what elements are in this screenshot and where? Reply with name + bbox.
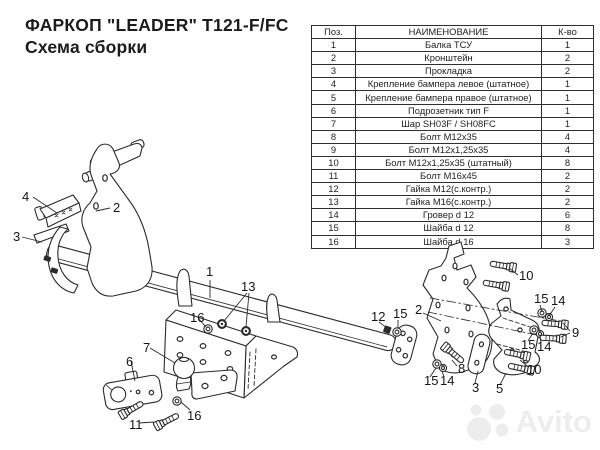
callout-14-c: 14 xyxy=(440,373,454,388)
part-gasket-right xyxy=(467,333,491,375)
part-washer-15-beam xyxy=(392,327,402,337)
callout-4-left: 4 xyxy=(22,189,29,204)
parts-table: Поз. НАИМЕНОВАНИЕ К-во 1 Балка ТСУ 1 2 К… xyxy=(311,24,594,249)
callout-3-left: 3 xyxy=(13,229,20,244)
callout-7: 7 xyxy=(143,340,150,355)
part-bumper-mount-left xyxy=(34,194,82,228)
beam-fin-left xyxy=(176,268,193,307)
callout-2-left: 2 xyxy=(113,200,120,215)
callout-8: 8 xyxy=(458,361,465,376)
page-title: ФАРКОП "LEADER" T121-F/FC Схема сборки xyxy=(25,14,289,58)
part-socket-plate xyxy=(102,370,163,411)
table-row: 6 Подрозетник тип F 1 xyxy=(311,103,594,118)
part-grover-14c xyxy=(438,363,448,373)
callout-15-a: 15 xyxy=(534,291,548,306)
callout-15-b: 15 xyxy=(521,337,535,352)
parts-table-body: 1 Балка ТСУ 1 2 Кронштейн 2 3 Прокладка … xyxy=(311,38,594,249)
callout-14-a: 14 xyxy=(551,293,565,308)
part-bolt-11b xyxy=(152,410,181,432)
col-header-qty: К-во xyxy=(541,24,594,40)
callout-3-right: 3 xyxy=(472,380,479,395)
callout-15-c: 15 xyxy=(424,373,438,388)
callout-10-top: 10 xyxy=(519,268,533,283)
callout-6: 6 xyxy=(126,354,133,369)
callout-15-beam: 15 xyxy=(393,306,407,321)
callout-16-top: 16 xyxy=(190,310,204,325)
part-nut-13a xyxy=(217,319,227,329)
qty-cell: 1 xyxy=(541,38,594,53)
callout-16-bottom: 16 xyxy=(187,408,201,423)
name-cell: Балка ТСУ xyxy=(355,38,542,53)
col-header-name: НАИМЕНОВАНИЕ xyxy=(355,24,542,40)
avito-watermark: Avito xyxy=(466,400,592,444)
table-row: 14 Гровер d 12 6 xyxy=(311,208,594,223)
qty-cell: 1 xyxy=(541,90,594,105)
table-row: 2 Кронштейн 2 xyxy=(311,51,594,66)
avito-logo-icon xyxy=(466,404,509,441)
callout-11: 11 xyxy=(129,417,143,432)
part-ball-coupler xyxy=(172,356,238,400)
table-row: 11 Болт М16х45 2 xyxy=(311,169,594,184)
watermark-text: Avito xyxy=(515,404,592,439)
title-line-1: ФАРКОП "LEADER" T121-F/FC xyxy=(25,15,289,35)
callout-12: 12 xyxy=(371,309,385,324)
part-bolt-10b xyxy=(481,277,511,292)
table-row: 12 Гайка М12(с.контр.) 2 xyxy=(311,182,594,197)
part-nut-13b xyxy=(241,326,251,336)
callout-5: 5 xyxy=(496,381,503,396)
callout-9: 9 xyxy=(572,325,579,340)
table-row: 1 Балка ТСУ 1 xyxy=(311,38,594,53)
part-washer-16-bottom xyxy=(172,396,182,406)
part-left-bracket-plate xyxy=(81,143,153,297)
callout-2-right: 2 xyxy=(415,302,422,317)
callout-10-bottom: 10 xyxy=(527,362,541,377)
table-row: 7 Шар SH03F / SH08FC 1 xyxy=(311,116,594,131)
centerlines xyxy=(427,297,567,341)
callout-14-b: 14 xyxy=(537,339,551,354)
col-header-pos: Поз. xyxy=(311,24,356,40)
callout-labels: 4 3 2 1 13 16 7 6 16 11 12 15 2 10 15 14… xyxy=(13,189,579,432)
part-grover-14a xyxy=(544,312,554,322)
table-row: 10 Болт М12х1,25х35 (штатный) 8 xyxy=(311,155,594,171)
table-row: 16 Шайба d 16 3 xyxy=(311,234,594,249)
leader-lines xyxy=(21,196,571,424)
part-beam-end-plate xyxy=(383,324,418,366)
callout-1: 1 xyxy=(206,264,213,279)
part-left-bracket-assembly xyxy=(33,139,153,297)
beam-fin-right xyxy=(266,293,281,323)
title-line-2: Схема сборки xyxy=(25,37,148,57)
part-washer-15a xyxy=(537,308,547,318)
qty-cell: 3 xyxy=(541,234,594,249)
table-header-row: Поз. НАИМЕНОВАНИЕ К-во xyxy=(311,24,594,40)
part-nut-12 xyxy=(383,325,392,334)
callout-13: 13 xyxy=(241,279,255,294)
